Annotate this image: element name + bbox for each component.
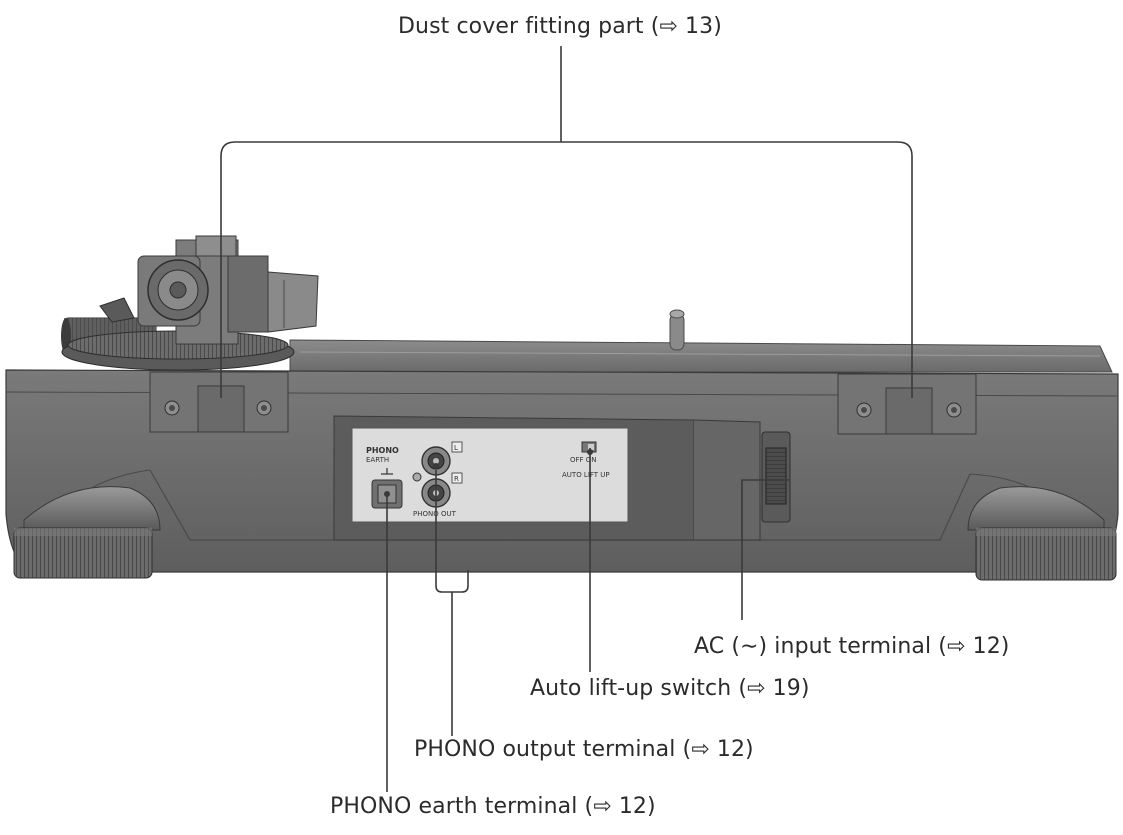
- connection-panel: PHONO EARTH L R PHONO OUT: [351, 427, 629, 523]
- dust-cover-fitting-right: [837, 373, 977, 435]
- phono-earth-callout: PHONO earth terminal (⇨ 12): [330, 794, 656, 819]
- ac-input-callout: AC (∼) input terminal (⇨ 12): [694, 634, 1010, 659]
- spindle: [669, 309, 685, 351]
- switch-off-on-label: OFF ON: [570, 456, 597, 464]
- leader-lines: [220, 46, 913, 792]
- platter: [289, 339, 1113, 373]
- foot-right: [967, 486, 1117, 581]
- ac-input-leader: [741, 479, 790, 620]
- channel-r-label: R: [454, 475, 459, 483]
- phono-out-panel-label: PHONO OUT: [413, 510, 457, 518]
- dust-cover-callout: Dust cover fitting part (⇨ 13): [398, 14, 722, 39]
- auto-lift-callout: Auto lift-up switch (⇨ 19): [530, 676, 810, 701]
- phono-earth-panel-label-2: EARTH: [366, 456, 389, 464]
- dust-cover-bracket: [220, 141, 913, 398]
- switch-auto-label: AUTO LIFT UP: [562, 471, 610, 479]
- phono-output-callout: PHONO output terminal (⇨ 12): [414, 737, 754, 762]
- foot-left: [13, 486, 161, 579]
- tonearm-assembly: [61, 235, 319, 371]
- phono-output-terminal[interactable]: L R: [412, 441, 463, 508]
- channel-l-label: L: [454, 444, 458, 452]
- phono-earth-panel-label: PHONO: [366, 446, 399, 455]
- ac-input-terminal[interactable]: [761, 431, 791, 523]
- phono-output-bracket: [435, 470, 469, 593]
- dust-cover-fitting-left: [149, 371, 289, 433]
